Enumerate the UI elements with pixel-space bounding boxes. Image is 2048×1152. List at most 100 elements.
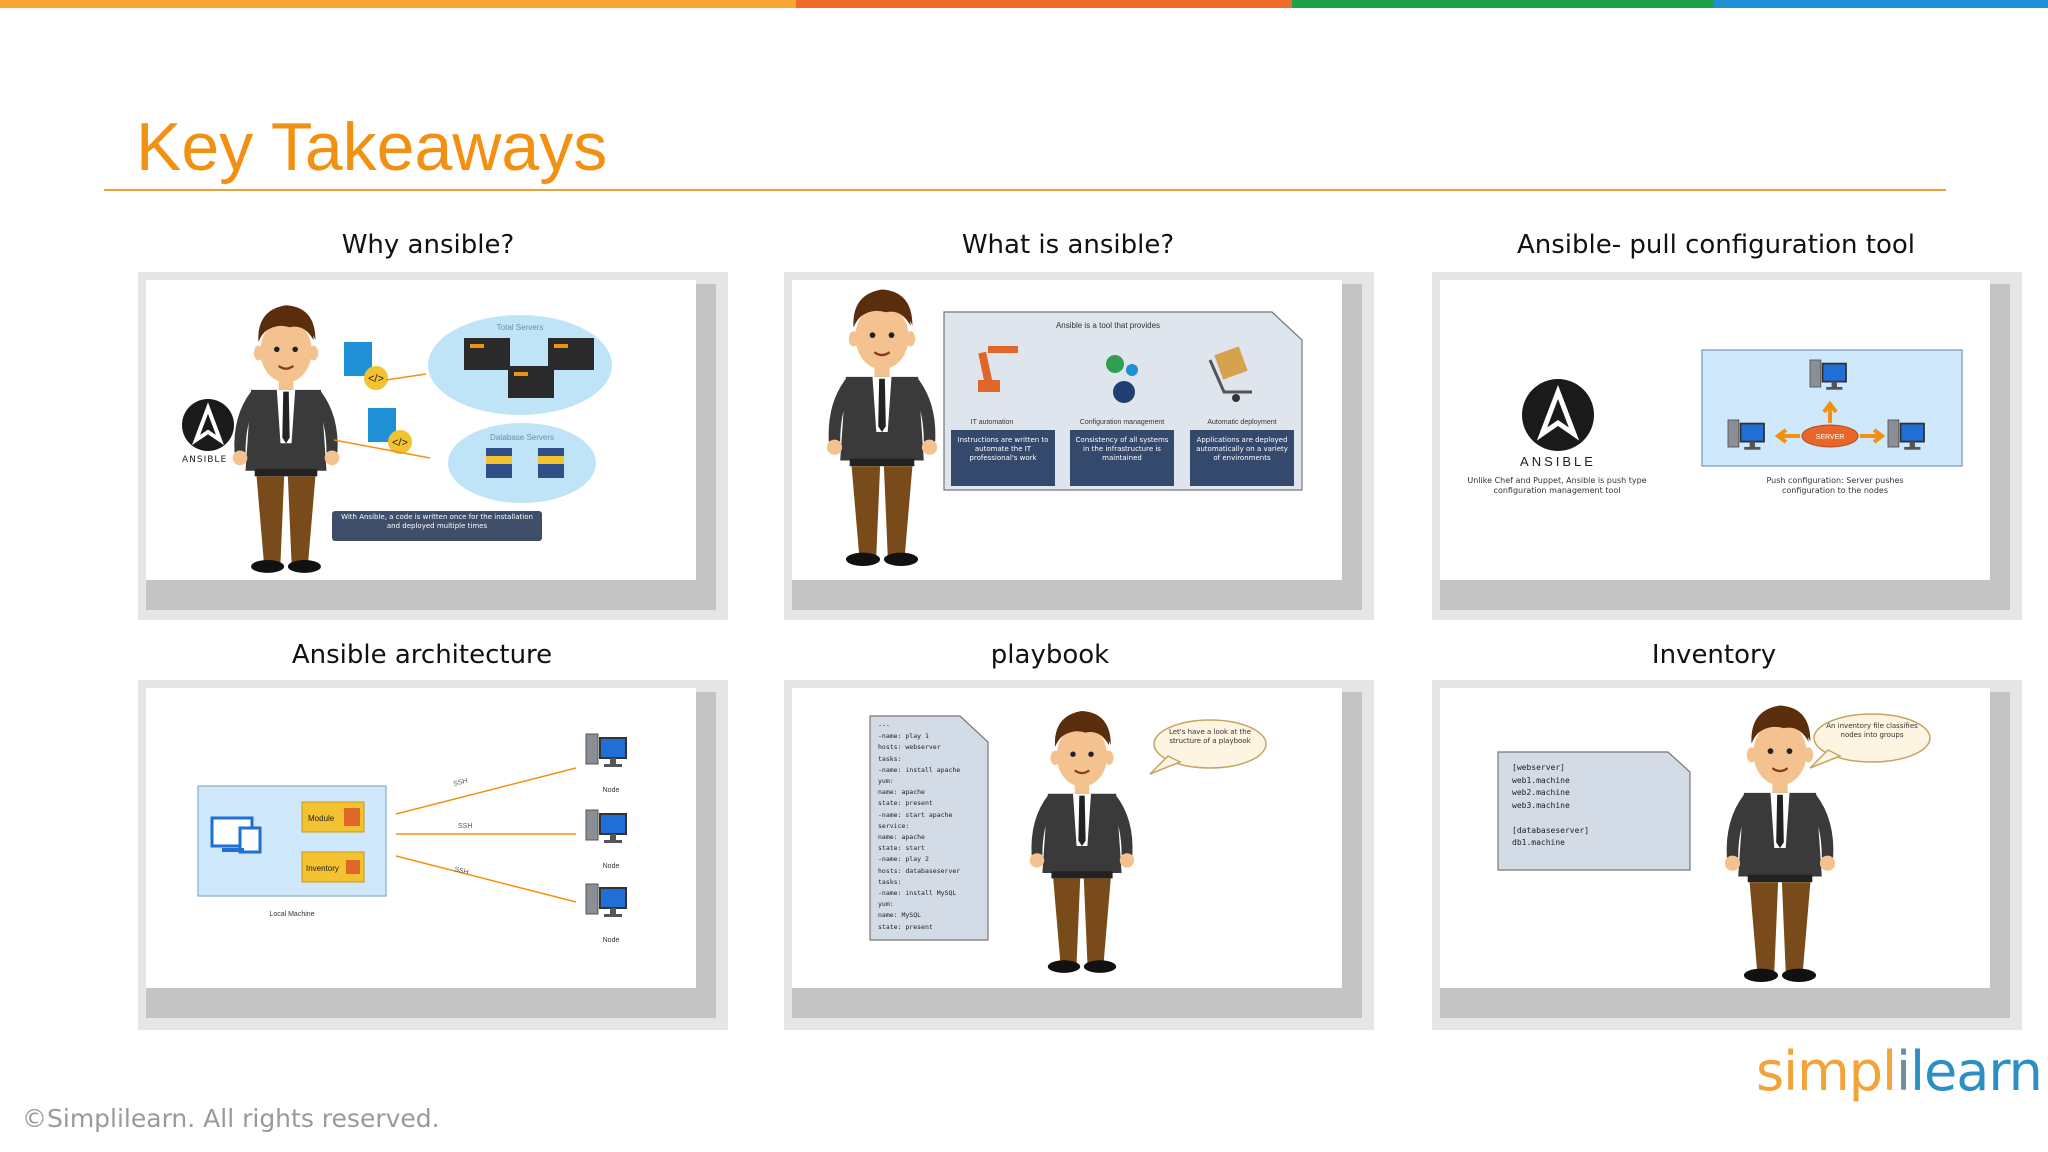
title-divider xyxy=(104,189,1946,191)
speech-bubble-text: Let's have a look at the structure of a … xyxy=(1168,728,1252,745)
code-line: hosts: webserver xyxy=(878,743,941,752)
code-file-icon: </> xyxy=(344,342,388,390)
ssh-connection xyxy=(395,767,577,815)
top-color-bar xyxy=(0,0,2048,8)
inventory-line: [databaseserver] xyxy=(1512,825,1590,835)
server-node xyxy=(1801,424,1859,448)
devices-icon xyxy=(210,816,262,854)
arrow-up-icon xyxy=(1822,400,1838,423)
column-box xyxy=(1190,430,1294,486)
inventory-line: web1.machine xyxy=(1512,775,1570,785)
code-line: -name: start apache xyxy=(878,810,953,819)
speech-bubble-text: An inventory file classifies nodes into … xyxy=(1826,722,1918,739)
code-line: tasks: xyxy=(878,877,902,886)
card-caption-inventory: Inventory xyxy=(1651,640,1777,670)
module-icon xyxy=(344,808,360,826)
code-line: -name: play 1 xyxy=(878,732,929,741)
card-caption-architecture: Ansible architecture xyxy=(291,640,553,670)
inventory-line: [webserver] xyxy=(1512,763,1565,772)
playbook-document xyxy=(869,715,989,941)
color-bar-segment-red xyxy=(796,0,1292,8)
robot-arm-icon xyxy=(978,346,1018,392)
speech-bubble xyxy=(1153,719,1267,769)
code-line: state: present xyxy=(878,799,933,808)
card-why-ansible[interactable]: ANSIBLE </> </> Total Servers Database S… xyxy=(146,280,696,580)
note-text: With Ansible, a code is written once for… xyxy=(341,513,533,530)
logo-text: simpl xyxy=(1756,1040,1897,1103)
color-bar-segment-orange xyxy=(0,0,796,8)
ansible-logo-icon xyxy=(182,399,234,451)
code-line: yum: xyxy=(878,777,894,786)
local-machine-label: Local Machine xyxy=(269,911,314,918)
inventory-line: web3.machine xyxy=(1512,800,1570,810)
code-line: name: apache xyxy=(878,833,925,842)
playbook-code: --- -name: play 1 hosts: webserver tasks: -n… xyxy=(878,720,986,933)
color-bar-segment-blue xyxy=(1714,0,2048,8)
inventory-document xyxy=(1497,751,1691,871)
code-line: -name: install MySQL xyxy=(878,889,957,898)
server-icon xyxy=(548,338,594,370)
server-icon xyxy=(464,338,510,370)
note-box xyxy=(332,511,542,541)
server-label: SERVER xyxy=(1816,434,1845,441)
ansible-logo-icon xyxy=(1522,379,1594,451)
card-playbook[interactable]: --- -name: play 1 hosts: webserver tasks: -n… xyxy=(792,688,1342,988)
arrow-right-icon xyxy=(1860,428,1886,444)
cloud-label: Total Servers xyxy=(497,323,544,332)
ssh-label: SSH xyxy=(454,866,470,876)
module-label: Module xyxy=(308,814,335,823)
page-title: Key Takeaways xyxy=(136,109,608,185)
node-label: Node xyxy=(603,937,620,944)
speech-bubble xyxy=(1813,713,1931,763)
arrow-left-icon xyxy=(1774,428,1800,444)
code-line: --- xyxy=(878,721,890,729)
code-line: name: MySQL xyxy=(878,911,922,920)
card-caption-playbook: playbook xyxy=(990,640,1110,670)
node-label: Node xyxy=(603,787,620,794)
column-text: Consistency of all systems in the infras… xyxy=(1075,436,1169,462)
column-box xyxy=(1070,430,1174,486)
card-what-is-ansible[interactable]: Ansible is a tool that provides IT autom… xyxy=(792,280,1342,580)
code-line: state: start xyxy=(878,844,925,853)
code-line: hosts: databaseserver xyxy=(878,866,961,875)
column-box xyxy=(951,430,1055,486)
column-title: Configuration management xyxy=(1080,419,1164,426)
code-line: yum: xyxy=(878,900,894,909)
ansible-logo-text: ANSIBLE xyxy=(182,455,227,465)
inventory-line: db1.machine xyxy=(1512,838,1565,847)
card-pull-config[interactable]: ANSIBLE Unlike Chef and Puppet, Ansible … xyxy=(1440,280,1990,580)
ssh-label: SSH xyxy=(458,823,472,830)
column-text: Applications are deployed automatically … xyxy=(1196,436,1288,462)
column-text: Instructions are written to automate the… xyxy=(957,436,1049,462)
inventory-icon xyxy=(346,860,360,874)
column-title: Automatic deployment xyxy=(1207,419,1276,426)
cloud-label: Database Servers xyxy=(490,433,554,442)
node-label: Node xyxy=(603,863,620,870)
copyright-text: ©Simplilearn. All rights reserved. xyxy=(22,1104,440,1133)
ssh-label: SSH xyxy=(453,778,469,788)
box-cart-icon xyxy=(1208,346,1252,402)
ssh-connection xyxy=(395,855,577,903)
code-line: state: present xyxy=(878,922,933,931)
push-note: Push configuration: Server pushes config… xyxy=(1766,476,1904,495)
card-caption-pull-config: Ansible- pull configuration tool xyxy=(1516,230,1916,260)
code-line: -name: play 2 xyxy=(878,855,929,864)
server-icon xyxy=(508,366,554,398)
panel-header: Ansible is a tool that provides xyxy=(1056,321,1160,330)
column-title: IT automation xyxy=(971,419,1014,426)
card-caption-what-is-ansible: What is ansible? xyxy=(961,230,1175,260)
code-line: tasks: xyxy=(878,754,902,763)
svg-text:</>: </> xyxy=(368,373,384,385)
svg-text:</>: </> xyxy=(392,437,408,449)
inventory-line xyxy=(1512,812,1682,825)
logo-text: learn xyxy=(1910,1040,2043,1103)
code-line: -name: install apache xyxy=(878,765,961,774)
card-architecture[interactable]: Module Inventory Local Machine SSH SSH S… xyxy=(146,688,696,988)
database-cloud xyxy=(448,423,596,503)
code-line: service: xyxy=(878,821,910,830)
color-bar-segment-green xyxy=(1292,0,1714,8)
logo-text: i xyxy=(1896,1040,1911,1103)
ansible-logo-text: ANSIBLE xyxy=(1520,454,1596,469)
